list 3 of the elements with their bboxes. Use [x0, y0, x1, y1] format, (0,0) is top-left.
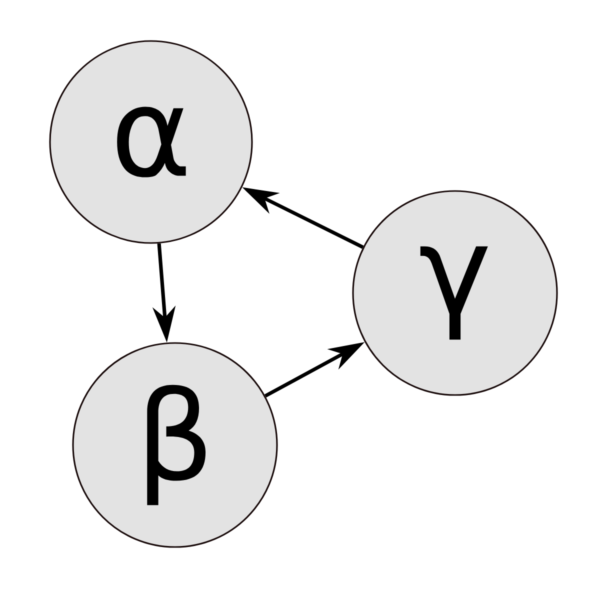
circle-node: β [72, 342, 278, 548]
circle-node: γ [352, 190, 558, 396]
circle-node: α [49, 40, 253, 244]
